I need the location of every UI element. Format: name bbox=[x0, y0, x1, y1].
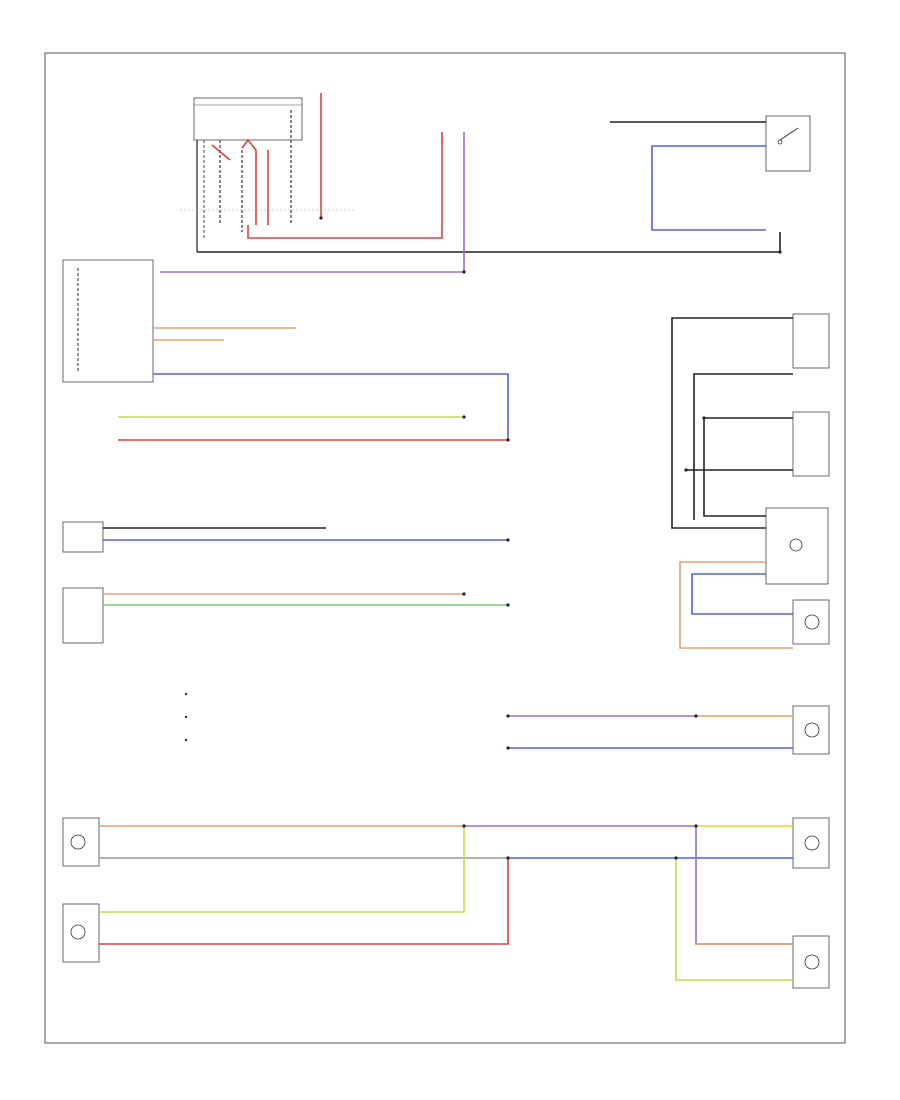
lamp-sockets-left bbox=[62, 817, 100, 963]
top-right-switch bbox=[610, 115, 811, 252]
lamp-wires-bottom bbox=[99, 824, 793, 981]
right-switch-stack bbox=[671, 313, 830, 529]
instrument-cluster bbox=[62, 259, 154, 383]
legend bbox=[184, 692, 188, 742]
fuse-block bbox=[193, 97, 303, 141]
middle-connector-a bbox=[62, 521, 510, 553]
top-block-wires bbox=[180, 93, 782, 254]
cluster-wires bbox=[118, 327, 510, 442]
wire-violet-top bbox=[160, 132, 465, 273]
lamp-wires-right bbox=[506, 714, 793, 750]
diagram-frame bbox=[44, 52, 846, 1044]
right-control-module bbox=[679, 507, 829, 649]
lamp-sockets-right bbox=[792, 599, 830, 989]
middle-connector-b bbox=[62, 587, 510, 644]
